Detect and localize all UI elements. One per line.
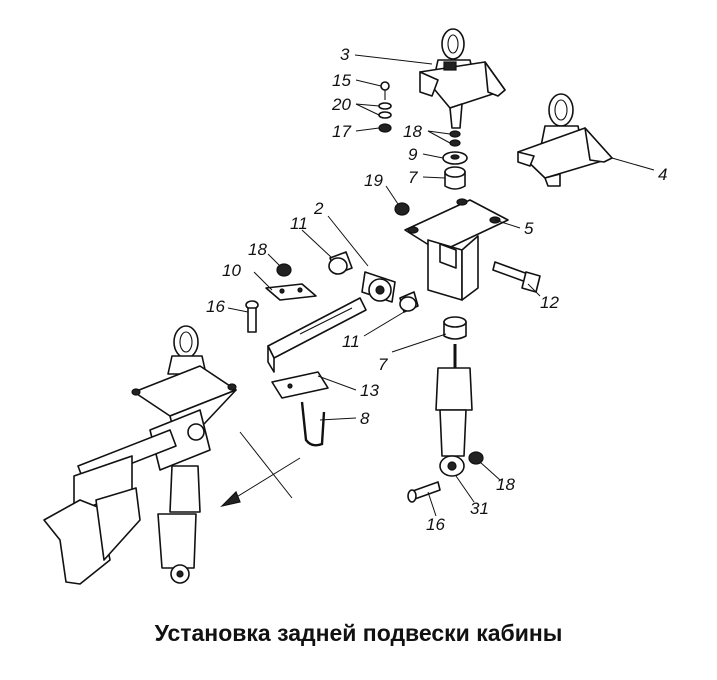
callout-10: 10 xyxy=(222,261,241,280)
plate-10 xyxy=(265,283,317,301)
callout-19: 19 xyxy=(364,171,383,190)
direction-arrow xyxy=(220,431,301,508)
nut-18-mid xyxy=(276,263,292,277)
callout-8: 8 xyxy=(360,409,370,428)
bolt-16-bottom xyxy=(407,481,441,503)
plate-13 xyxy=(271,371,329,399)
nut-18-top xyxy=(449,130,461,147)
callout-15: 15 xyxy=(332,71,351,90)
callout-7-bottom: 7 xyxy=(378,355,388,374)
callout-16-bottom: 16 xyxy=(426,515,445,534)
callout-4: 4 xyxy=(658,165,667,184)
callout-9: 9 xyxy=(408,145,418,164)
diagram-caption: Установка задней подвески кабины xyxy=(154,620,563,646)
callout-17: 17 xyxy=(332,122,351,141)
bracket-4 xyxy=(517,93,613,187)
callouts: 3 15 20 17 18 9 7 4 19 2 11 5 18 10 12 1… xyxy=(206,45,667,534)
u-bolt-8 xyxy=(300,401,326,447)
arm-2 xyxy=(267,271,396,373)
bracket-5 xyxy=(404,198,509,301)
callout-3: 3 xyxy=(340,45,350,64)
callout-20: 20 xyxy=(331,95,351,114)
bolt-12 xyxy=(492,261,541,293)
bracket-3 xyxy=(419,28,506,129)
callout-11-left: 11 xyxy=(290,214,308,233)
callout-18-top: 18 xyxy=(403,122,422,141)
callout-18-mid: 18 xyxy=(248,240,267,259)
bushing-7-top xyxy=(444,166,466,190)
bushing-7-bottom xyxy=(443,316,467,340)
bushing-11-left xyxy=(328,251,353,275)
bushing-11-right xyxy=(399,291,419,313)
callout-2: 2 xyxy=(313,199,324,218)
bolt-15 xyxy=(380,81,390,100)
callout-7-top: 7 xyxy=(408,168,418,187)
nut-17 xyxy=(378,123,392,133)
callout-31: 31 xyxy=(470,499,489,518)
callout-16-left: 16 xyxy=(206,297,225,316)
washer-9 xyxy=(442,151,468,165)
callout-13: 13 xyxy=(360,381,379,400)
nut-19 xyxy=(394,202,410,216)
callout-11-right: 11 xyxy=(342,332,360,351)
callout-18-bottom: 18 xyxy=(496,475,515,494)
callout-5: 5 xyxy=(524,219,534,238)
nut-18-bottom xyxy=(468,451,484,465)
washers-20 xyxy=(378,102,392,119)
bolt-16-left xyxy=(245,300,259,333)
shock-absorber xyxy=(435,344,473,477)
callout-12: 12 xyxy=(540,293,559,312)
leader-lines xyxy=(227,54,655,517)
assembled-view xyxy=(43,325,237,585)
